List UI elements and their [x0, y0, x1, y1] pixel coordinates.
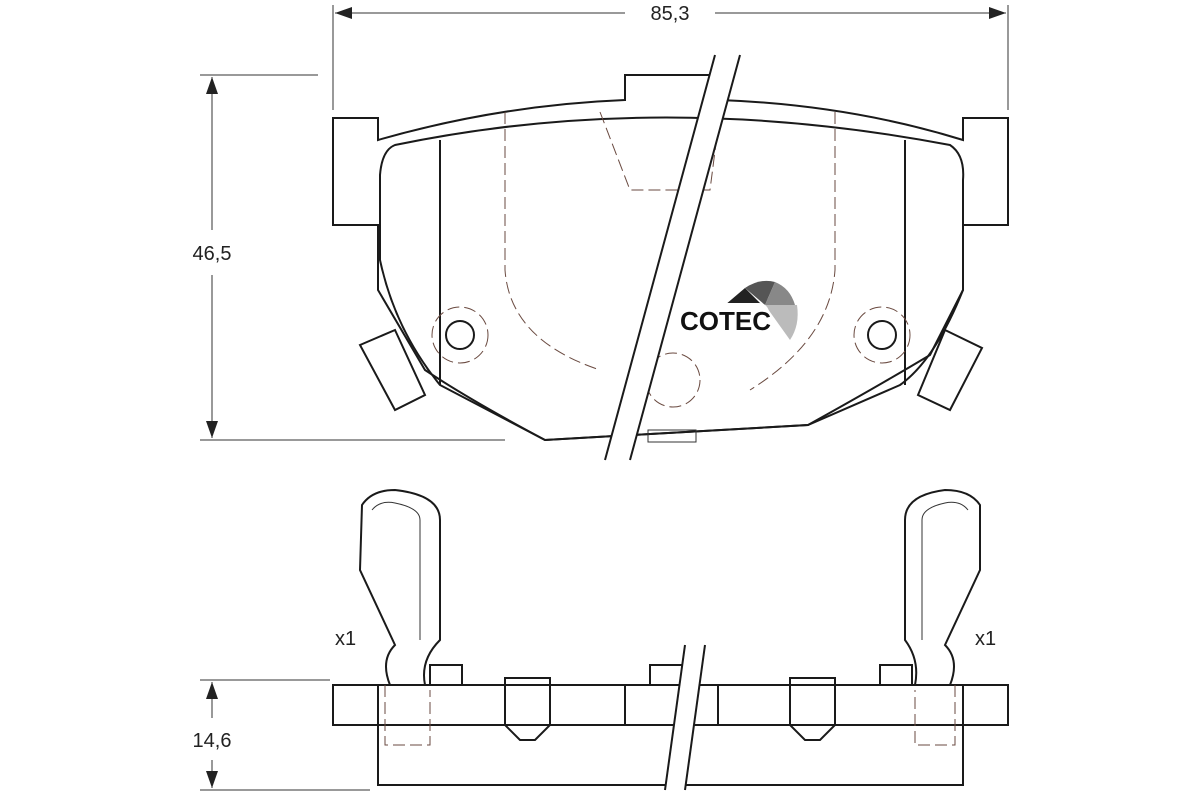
cotec-logo: COTEC: [677, 280, 806, 355]
height-label: 46,5: [193, 243, 232, 265]
pad-side-view: x1 x1: [332, 488, 1009, 791]
width-label: 85,3: [651, 3, 690, 25]
right-clip-quantity: x1: [975, 628, 996, 650]
cotec-logo-text: COTEC: [680, 306, 771, 336]
thickness-dimension: 14,6: [193, 679, 370, 791]
width-dimension: 85,3: [332, 3, 1009, 110]
height-dimension: 46,5: [193, 74, 505, 441]
left-clip-quantity: x1: [335, 628, 356, 650]
pad-front-view: [332, 54, 1009, 461]
thickness-label: 14,6: [193, 730, 232, 752]
